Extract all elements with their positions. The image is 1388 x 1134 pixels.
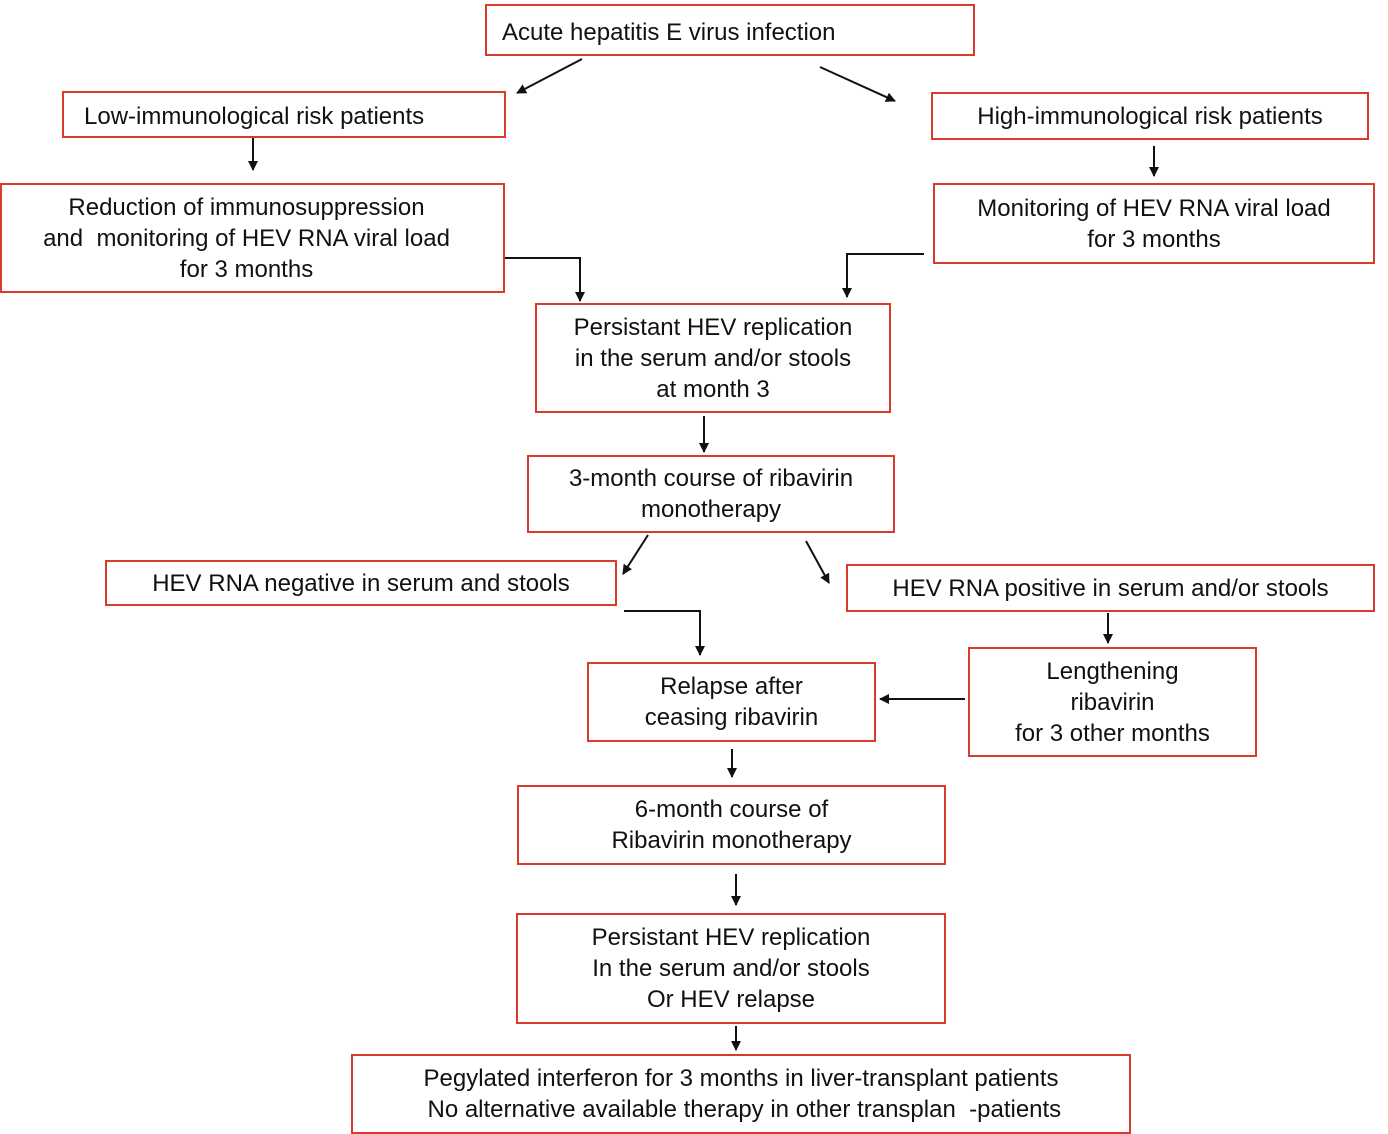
node-text-line: Relapse after bbox=[660, 673, 803, 700]
node-text-line: Ribavirin monotherapy bbox=[611, 827, 852, 854]
node-text-line: for 3 other months bbox=[1015, 719, 1210, 747]
node-high-risk: High-immunological risk patients bbox=[931, 92, 1369, 140]
node-text-line: at month 3 bbox=[656, 375, 770, 403]
arrow-ribavirin3-to-negative bbox=[622, 534, 649, 575]
node-relapse: Relapse after ceasing ribavirin bbox=[587, 662, 876, 742]
node-text-line: Persistant HEV replication bbox=[591, 924, 871, 951]
node-rna-positive: HEV RNA positive in serum and/or stools bbox=[846, 564, 1375, 612]
node-text-line: monotherapy bbox=[640, 496, 782, 523]
node-text-line: HEV RNA positive in serum and/or stools bbox=[892, 574, 1329, 602]
node-text-line: Monitoring of HEV RNA viral load bbox=[977, 194, 1331, 222]
arrow-ribavirin3-to-positive bbox=[805, 540, 830, 584]
node-text-line: No alternative available therapy in othe… bbox=[420, 1096, 1062, 1123]
arrow-high-action-to-persistant bbox=[842, 253, 924, 298]
node-interferon: Pegylated interferon for 3 months in liv… bbox=[351, 1054, 1131, 1134]
node-text-line: and monitoring of HEV RNA viral load bbox=[43, 224, 450, 252]
node-text-line: Low-immunological risk patients bbox=[84, 103, 425, 130]
node-text-line: High-immunological risk patients bbox=[977, 102, 1323, 130]
node-low-risk-action: Reduction of immunosuppression and monito… bbox=[0, 183, 505, 293]
node-text-line: in the serum and/or stools bbox=[574, 344, 852, 372]
node-text-line: Persistant HEV replication bbox=[573, 313, 853, 341]
node-text-line: Lengthening bbox=[1046, 657, 1179, 685]
node-text-line: HEV RNA negative in serum and stools bbox=[152, 569, 570, 597]
node-text-line: Acute hepatitis E virus infection bbox=[502, 19, 836, 46]
node-text-line: Pegylated interferon for 3 months in liv… bbox=[423, 1065, 1059, 1092]
node-persistant-month3: Persistant HEV replication in the serum a… bbox=[535, 303, 891, 413]
node-text-line: ribavirin bbox=[1070, 688, 1155, 716]
node-persistant-relapse: Persistant HEV replication In the serum a… bbox=[516, 913, 946, 1024]
node-low-risk: Low-immunological risk patients bbox=[62, 91, 506, 138]
node-rna-negative: HEV RNA negative in serum and stools bbox=[105, 560, 617, 606]
node-text-line: Or HEV relapse bbox=[646, 986, 816, 1013]
node-lengthening: Lengthening ribavirin for 3 other months bbox=[968, 647, 1257, 757]
node-text-line: for 3 months bbox=[1087, 225, 1221, 253]
node-acute-infection: Acute hepatitis E virus infection bbox=[485, 4, 975, 56]
node-ribavirin-3month: 3-month course of ribavirin monotherapy bbox=[527, 455, 895, 533]
arrow-infection-to-high-risk bbox=[819, 66, 896, 102]
arrow-negative-to-relapse bbox=[624, 610, 705, 656]
arrow-infection-to-low-risk bbox=[516, 58, 583, 94]
node-high-risk-action: Monitoring of HEV RNA viral load for 3 mo… bbox=[933, 183, 1375, 264]
node-text-line: for 3 months bbox=[179, 255, 314, 283]
node-text-line: ceasing ribavirin bbox=[644, 704, 819, 731]
node-ribavirin-6month: 6-month course of Ribavirin monotherapy bbox=[517, 785, 946, 865]
node-text-line: 6-month course of bbox=[634, 796, 829, 823]
node-text-line: 3-month course of ribavirin bbox=[568, 465, 854, 492]
node-text-line: In the serum and/or stools bbox=[592, 955, 870, 982]
node-text-line: Reduction of immunosuppression bbox=[68, 193, 425, 221]
arrow-low-action-to-persistant bbox=[505, 257, 585, 302]
